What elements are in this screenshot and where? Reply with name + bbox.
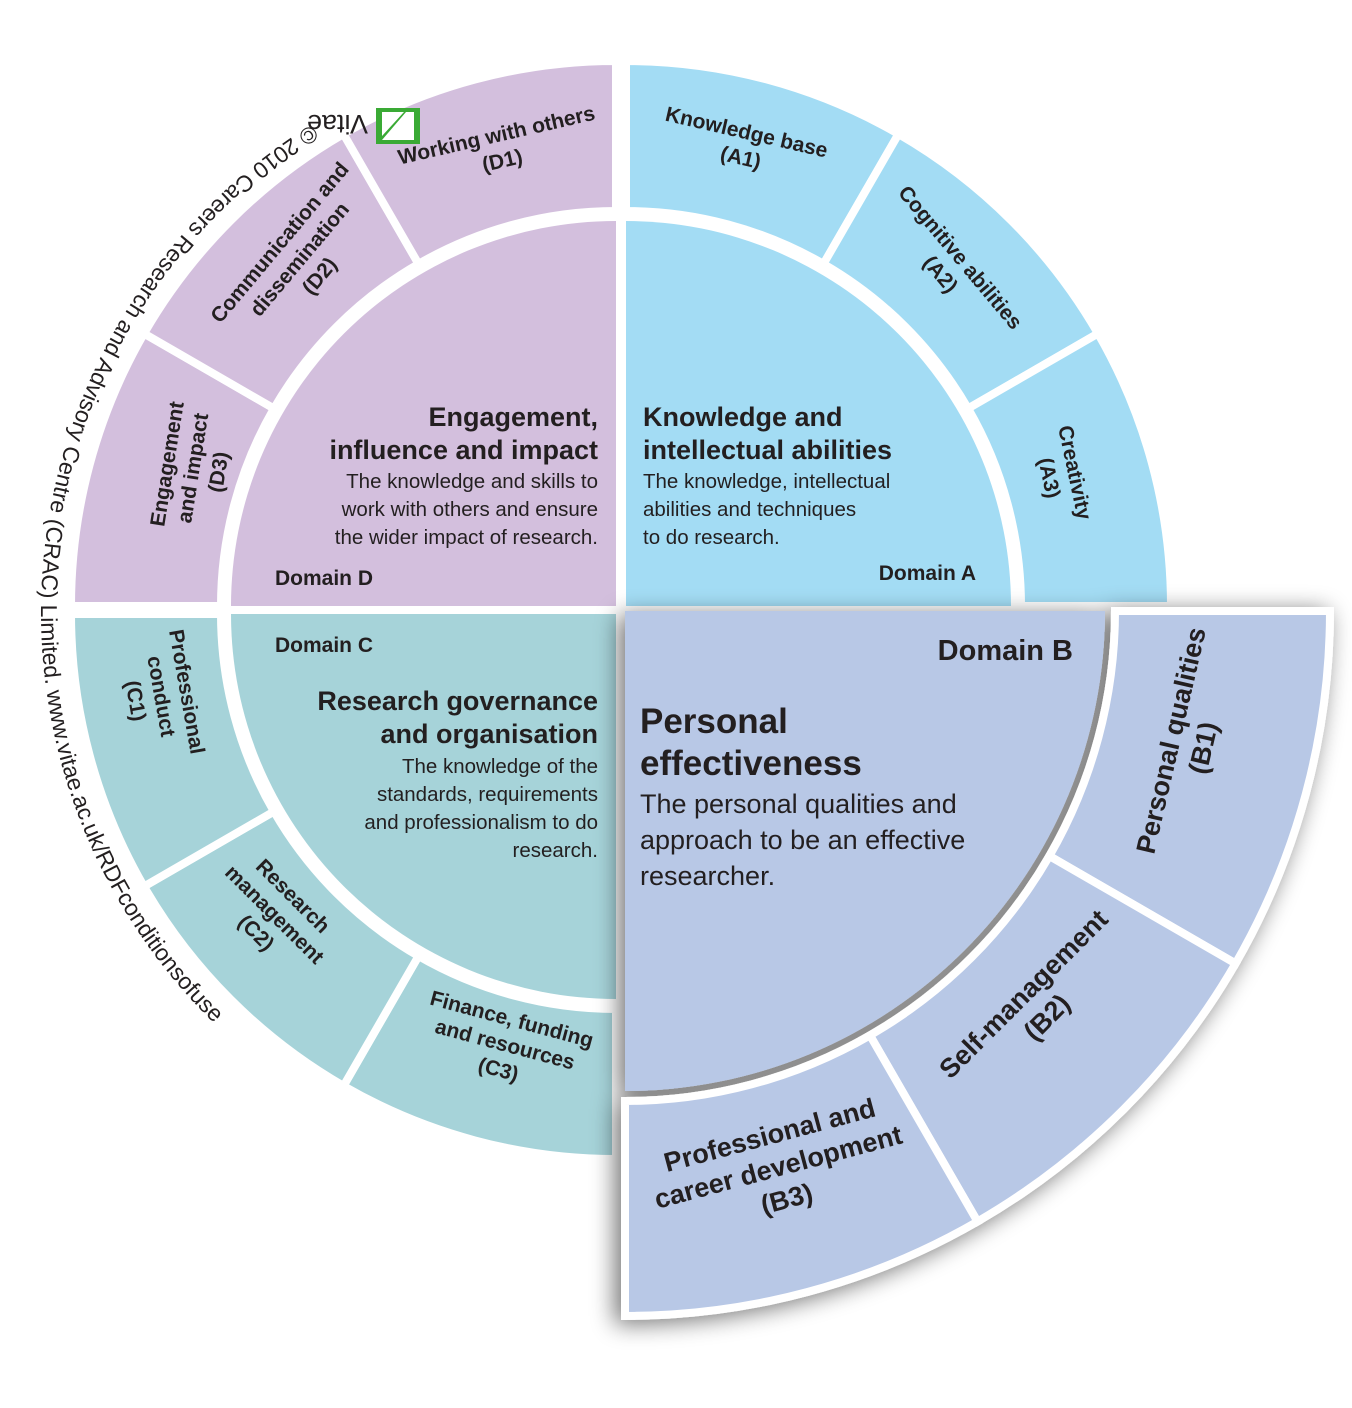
domain-c-description-line: and professionalism to do xyxy=(364,811,598,834)
domain-a-description-line: The knowledge, intellectual xyxy=(643,470,890,493)
domain-b-core xyxy=(625,611,1105,1091)
domain-c-core xyxy=(231,614,616,999)
domain-a-description-line: abilities and techniques xyxy=(643,498,856,521)
domain-d-description-line: the wider impact of research. xyxy=(335,526,598,549)
domain-d-core xyxy=(231,221,616,606)
vitae-logo-text: Vitae xyxy=(307,109,368,139)
domain-b-description: The personal qualities and approach to be… xyxy=(640,789,965,891)
vitae-logo: Vitae xyxy=(307,108,420,144)
domain-a-description-line: to do research. xyxy=(643,526,780,549)
domain-d-tag: Domain D xyxy=(275,567,373,590)
domain-a-description: The knowledge, intellectual abilities and… xyxy=(643,470,890,549)
domain-c-title-line: Research governance xyxy=(317,686,598,716)
domain-a-tag: Domain A xyxy=(879,562,976,585)
domain-c-tag-line: Domain C xyxy=(275,634,373,657)
domain-d-description: The knowledge and skills to work with oth… xyxy=(335,470,598,549)
domain-b-description-line: approach to be an effective xyxy=(640,825,965,855)
domain-a-core xyxy=(626,221,1011,606)
domain-c-description-line: The knowledge of the xyxy=(402,755,598,778)
domain-b-quadrant xyxy=(621,607,1335,1321)
domain-a-tag-line: Domain A xyxy=(879,562,976,585)
domain-c-quadrant xyxy=(66,610,620,1164)
segment-b3 xyxy=(621,1029,983,1321)
domain-d-title: Engagement,influence and impact xyxy=(329,402,598,465)
domain-a-quadrant xyxy=(622,56,1176,610)
domain-d-description-line: work with others and ensure xyxy=(341,498,598,521)
domain-d-title-line: Engagement, xyxy=(428,402,598,432)
domain-c-description: The knowledge of the standards, requireme… xyxy=(364,755,598,862)
domain-b-description-line: researcher. xyxy=(640,861,775,891)
segment-a3 xyxy=(962,328,1176,610)
domain-b-description-line: The personal qualities and xyxy=(640,789,957,819)
domain-b-tag-line: Domain B xyxy=(938,635,1073,667)
domain-c-tag: Domain C xyxy=(275,634,373,657)
domain-d-tag-line: Domain D xyxy=(275,567,373,590)
domain-d-description-line: The knowledge and skills to xyxy=(346,470,598,493)
domain-b-title-line: Personal xyxy=(640,702,788,741)
domain-d-title-line: influence and impact xyxy=(329,435,598,465)
domain-c-description-line: standards, requirements xyxy=(377,783,598,806)
domain-b-tag: Domain B xyxy=(938,635,1073,667)
domain-c-description-line: research. xyxy=(513,839,598,862)
domain-d-quadrant xyxy=(66,56,620,610)
segment-c3 xyxy=(66,610,280,892)
vitae-logo-icon xyxy=(376,108,420,144)
domain-a-title-line: intellectual abilities xyxy=(643,435,892,465)
domain-a-title-line: Knowledge and xyxy=(643,402,843,432)
domain-b-title-line: effectiveness xyxy=(640,744,862,783)
domain-c-title-line: and organisation xyxy=(380,719,598,749)
